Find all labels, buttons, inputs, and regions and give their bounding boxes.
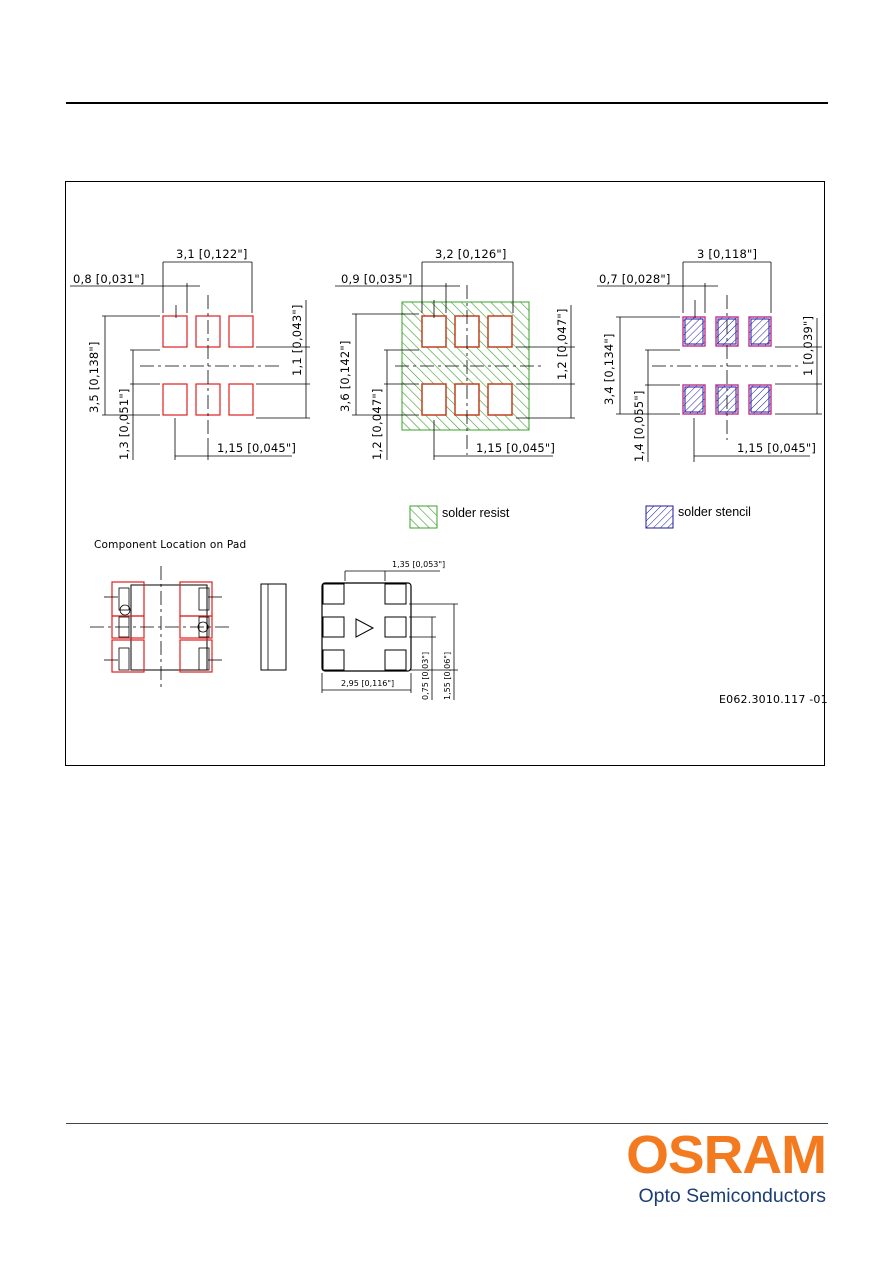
dim-small-label: 0,75 [0,03"] (421, 652, 430, 700)
footprint-3 (597, 261, 822, 462)
component-on-pad-view (90, 566, 232, 688)
fp1-height-label: 3,5 [0,138"] (87, 341, 101, 413)
fp3-stencil-pads (682, 316, 772, 415)
fp3-width-label: 3 [0,118"] (697, 247, 757, 261)
fp1-pad-width-label: 0,8 [0,031"] (73, 272, 145, 286)
fp3-pad-height-label: 1,4 [0,055"] (632, 390, 646, 462)
header-rule (66, 102, 828, 104)
fp2-pitch-label: 1,15 [0,045"] (476, 441, 555, 455)
fp2-width-label: 3,2 [0,126"] (435, 247, 507, 261)
footer-rule (66, 1123, 828, 1124)
fp3-gap-label: 1 [0,039"] (801, 316, 815, 376)
fp2-gap-label: 1,2 [0,047"] (555, 308, 569, 380)
fp1-pad-height-label: 1,3 [0,051"] (117, 388, 131, 460)
footprint-2 (335, 261, 575, 460)
component-location-title: Component Location on Pad (94, 539, 246, 551)
fp2-height-label: 3,6 [0,142"] (338, 340, 352, 412)
logo-tagline: Opto Semiconductors (638, 1185, 826, 1207)
solder-stencil-swatch (645, 505, 674, 529)
fp2-pads (421, 315, 513, 416)
component-bottom-view (321, 570, 458, 700)
footprint-1 (70, 261, 310, 460)
component-side-view (260, 583, 287, 671)
dim-top-label: 1,35 [0,053"] (392, 560, 445, 569)
fp2-pad-width-label: 0,9 [0,035"] (341, 272, 413, 286)
solder-stencil-label: solder stencil (678, 505, 751, 519)
fp3-pad-width-label: 0,7 [0,028"] (599, 272, 671, 286)
logo-wordmark: OSRAM (626, 1125, 827, 1185)
solder-resist-swatch (409, 505, 438, 529)
fp1-width-label: 3,1 [0,122"] (176, 247, 248, 261)
fp1-pitch-label: 1,15 [0,045"] (217, 441, 296, 455)
dim-width-label: 2,95 [0,116"] (341, 679, 394, 688)
fp2-pad-height-label: 1,2 [0,047"] (370, 388, 384, 460)
drawing-frame (65, 181, 825, 766)
fp1-gap-label: 1,1 [0,043"] (290, 304, 304, 376)
drawing-id: E062.3010.117 -01 (719, 693, 828, 706)
solder-resist-label: solder resist (442, 506, 510, 520)
dim-large-label: 1,55 [0,06"] (443, 652, 452, 700)
fp3-pitch-label: 1,15 [0,045"] (737, 441, 816, 455)
fp3-height-label: 3,4 [0,134"] (602, 333, 616, 405)
osram-logo: OSRAM Opto Semiconductors (598, 1128, 827, 1207)
